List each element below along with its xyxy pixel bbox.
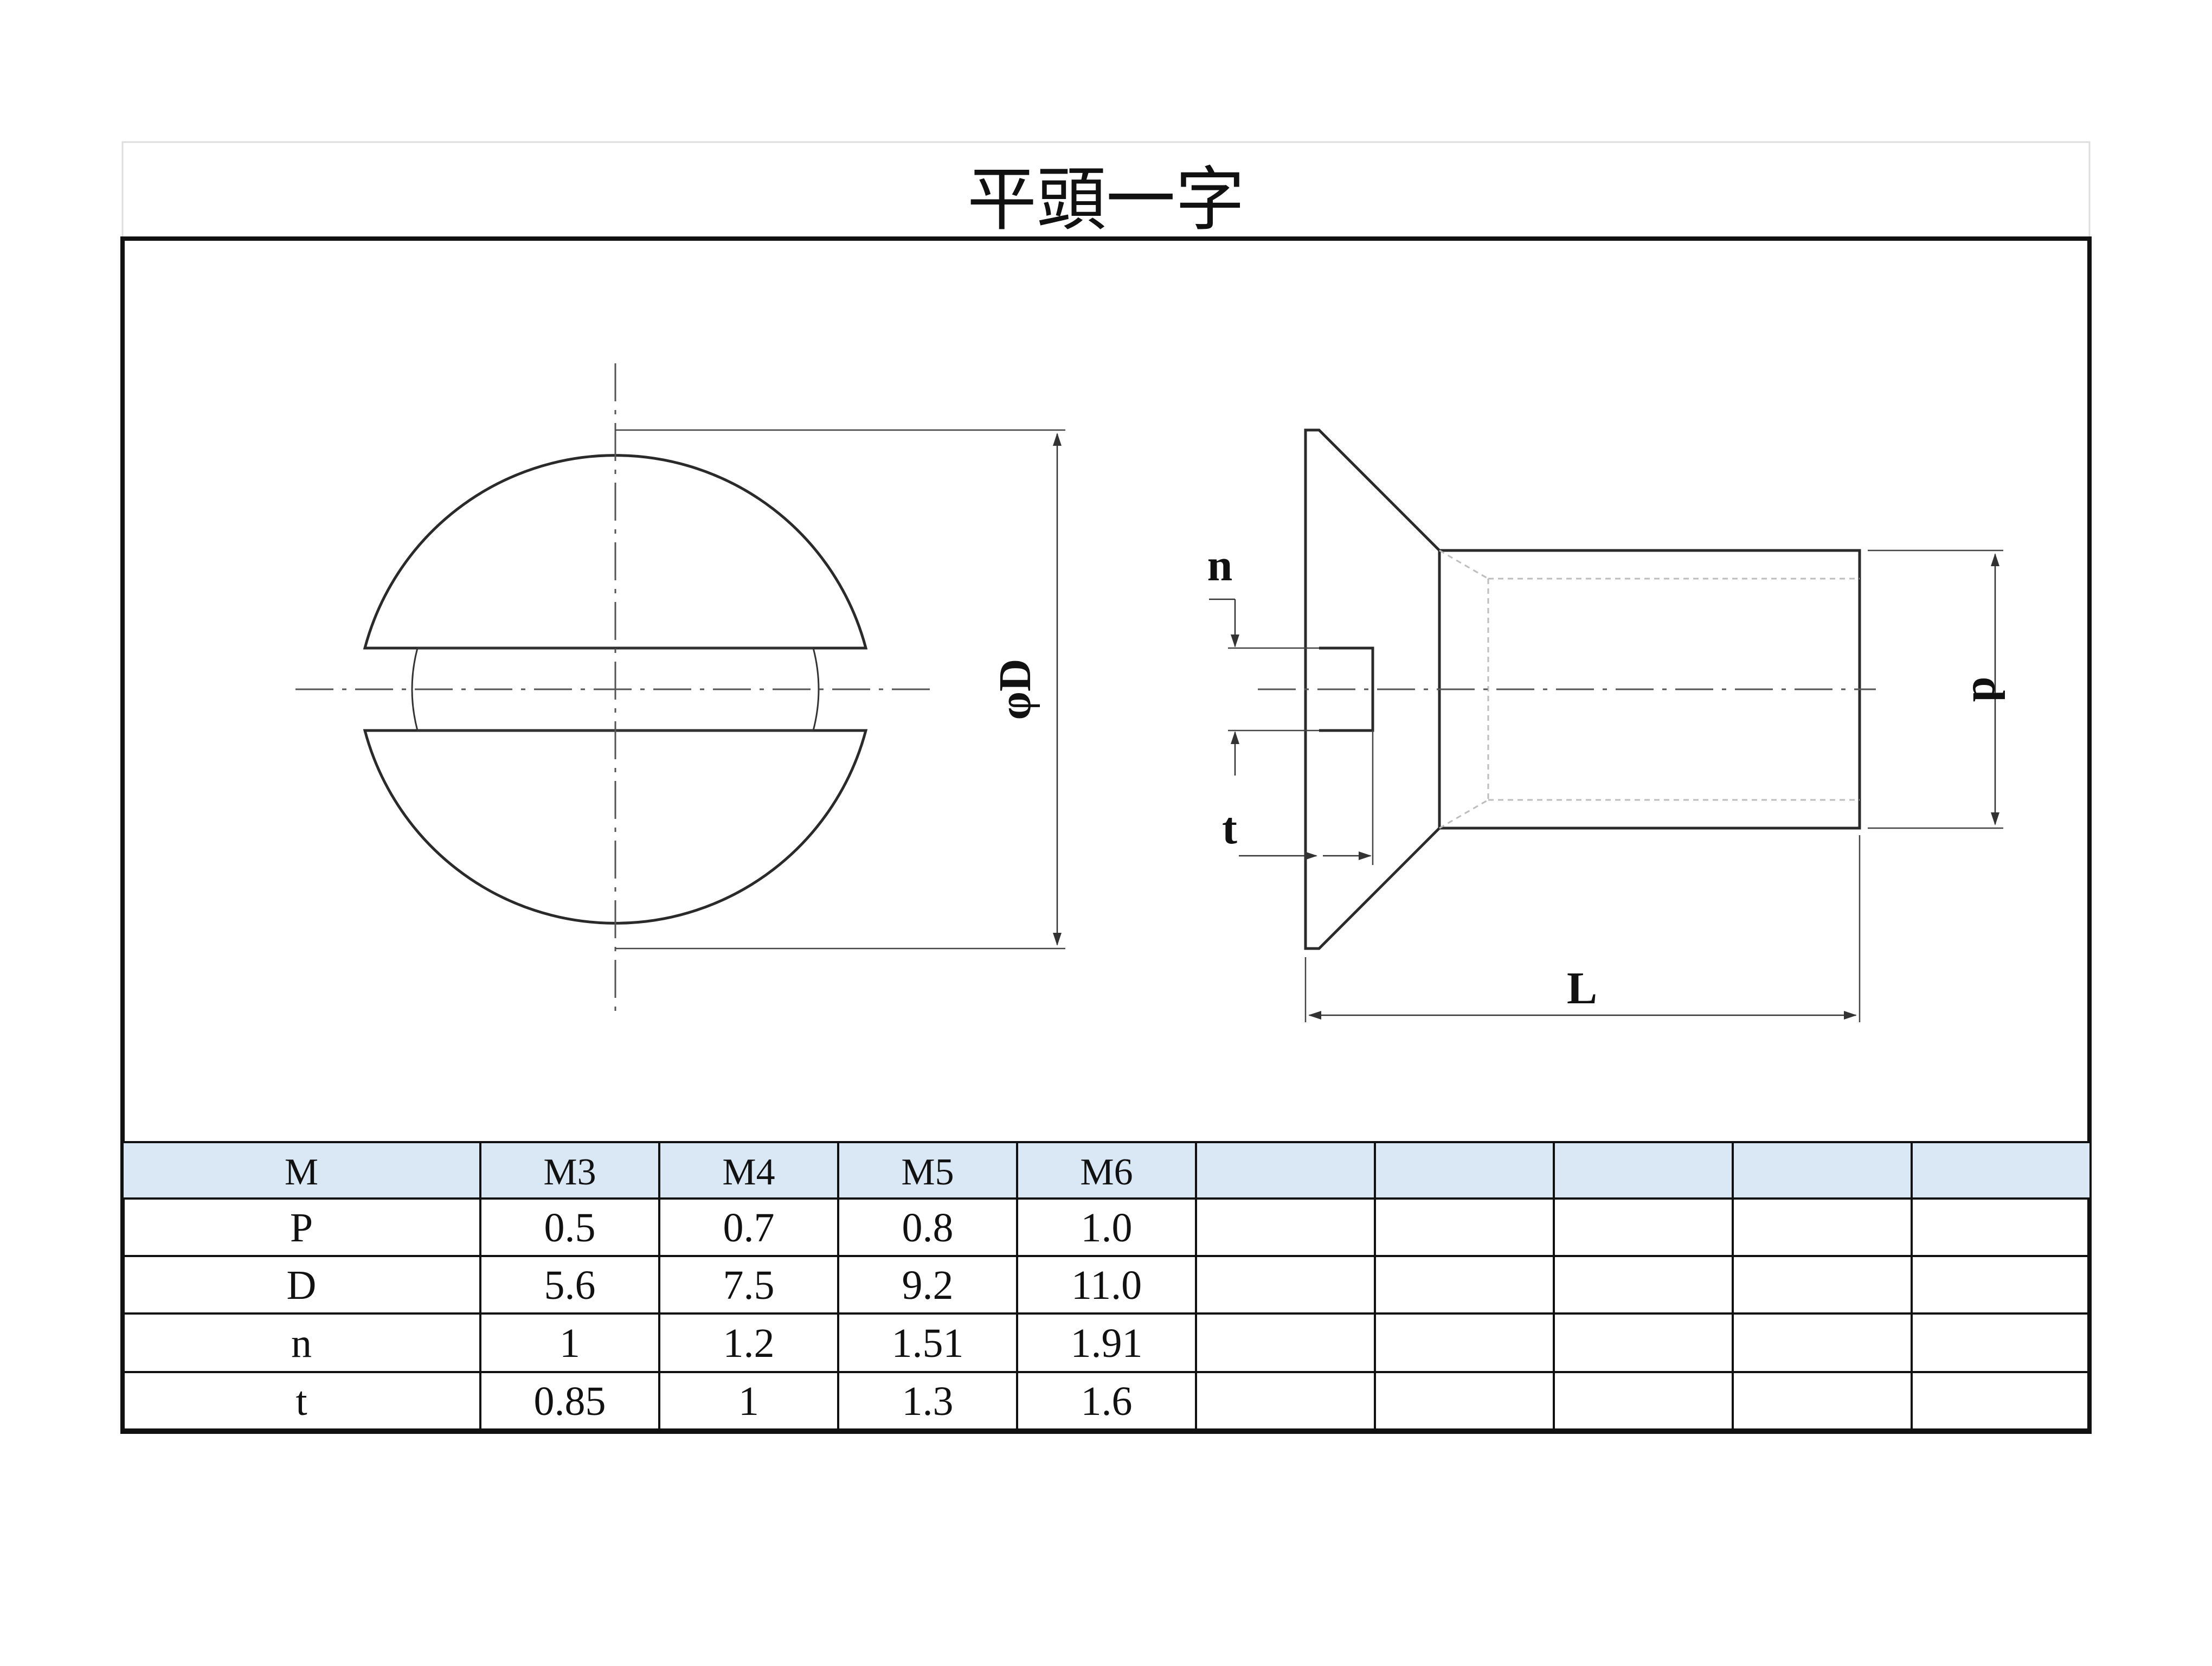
- table-cell: 5.6: [544, 1263, 596, 1308]
- page-title: 平頭一字: [967, 162, 1245, 239]
- side-view: n t d L: [1207, 428, 2014, 1022]
- table-header-cell: M4: [722, 1151, 775, 1193]
- drawing-frame: [120, 236, 2092, 1434]
- thread-chamfer-bottom: [1439, 799, 1489, 829]
- table-cell: 9.2: [902, 1263, 954, 1308]
- table-cell: t: [295, 1379, 307, 1424]
- table-cell: 1.0: [1081, 1205, 1133, 1251]
- table-cell: 1.6: [1081, 1379, 1133, 1424]
- table-header-background: [123, 1142, 2089, 1199]
- l-label: L: [1567, 963, 1597, 1014]
- slot-left-end: [411, 648, 419, 731]
- head-top-arc: [363, 454, 868, 650]
- slot-right-end: [812, 648, 820, 731]
- front-view: φD: [295, 363, 1065, 1020]
- table-cells: M M3 M4 M5 M6P 0.5 0.7 0.8 1.0D 5.6 7.5 9.2 11.0 n 1 1.…: [285, 1151, 1143, 1424]
- table-grid: [121, 1141, 2092, 1431]
- table-cell: P: [290, 1205, 313, 1251]
- table-header-cell: M5: [901, 1151, 954, 1193]
- table-header-cell: M: [285, 1151, 318, 1193]
- table-cell: 1: [738, 1379, 759, 1424]
- table-header-cell: M6: [1080, 1151, 1133, 1193]
- table-cell: 0.5: [544, 1205, 596, 1251]
- d-label: d: [1963, 677, 2014, 702]
- table-cell: 0.7: [723, 1205, 775, 1251]
- table-cell: 1.3: [902, 1379, 954, 1424]
- table-cell: 1.51: [892, 1321, 964, 1366]
- slot-profile: [1319, 646, 1374, 732]
- table-cell: 7.5: [723, 1263, 775, 1308]
- table-cell: D: [287, 1263, 317, 1308]
- table-header-cell: M3: [543, 1151, 596, 1193]
- table-cell: 1.2: [723, 1321, 775, 1366]
- table-cell: 1.91: [1071, 1321, 1143, 1366]
- t-label: t: [1222, 803, 1237, 854]
- table-cell: 0.85: [534, 1379, 606, 1424]
- table-cell: 1: [560, 1321, 580, 1366]
- table-cell: n: [291, 1321, 312, 1366]
- table-cell: 11.0: [1071, 1263, 1142, 1308]
- n-label: n: [1207, 540, 1233, 591]
- spec-table: M M3 M4 M5 M6P 0.5 0.7 0.8 1.0D 5.6 7.5 9.2 11.0 n 1 1.…: [121, 1141, 2092, 1431]
- thread-chamfer-top: [1439, 549, 1489, 580]
- head-bottom-arc: [363, 729, 868, 925]
- diameter-label: φD: [990, 658, 1040, 720]
- table-cell: 0.8: [902, 1205, 954, 1251]
